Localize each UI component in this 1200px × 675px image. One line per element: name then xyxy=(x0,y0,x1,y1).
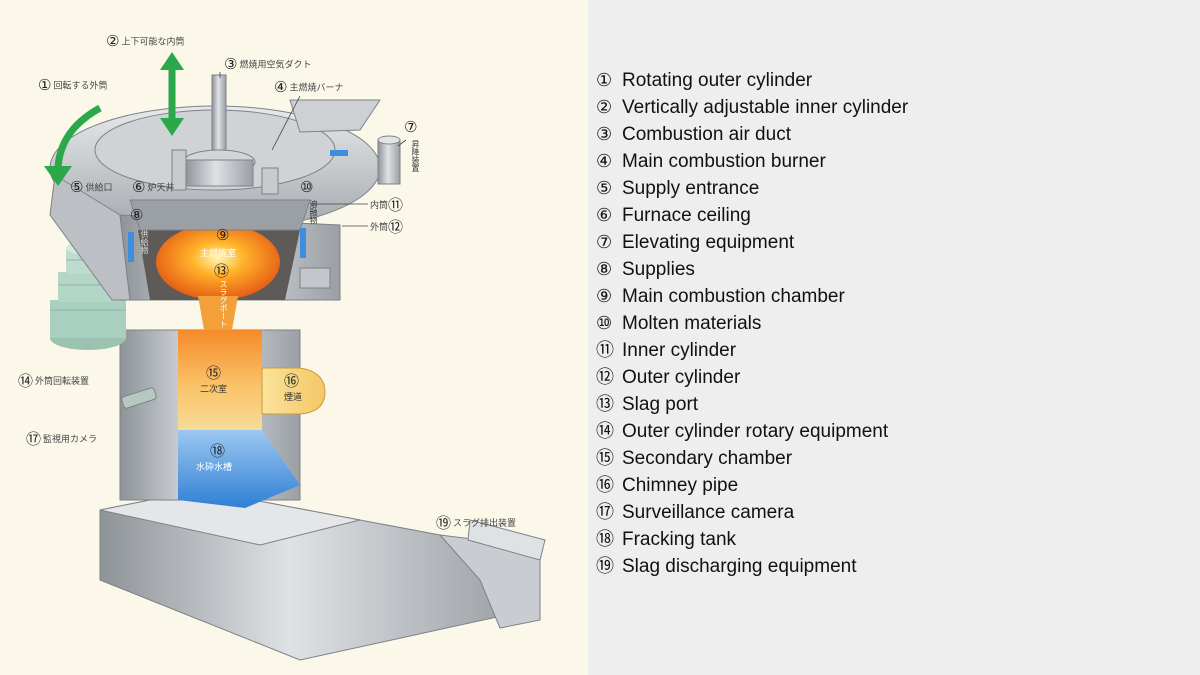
label-secondary-chamber-num: ⑮ xyxy=(206,364,222,382)
label-main-chamber-text: 主燃焼室 xyxy=(200,249,237,259)
label-inner-cylinder: 内筒⑪ xyxy=(370,196,404,214)
slag-discharge-base xyxy=(99,489,546,661)
label-chimney-pipe-text: 煙道 xyxy=(284,393,303,403)
rotation-arrow xyxy=(44,104,102,186)
label-supplies-text: 供給物 xyxy=(140,230,149,254)
furnace-illustration xyxy=(44,52,546,661)
label-slag-port-num: ⑬ xyxy=(214,262,230,280)
elevator-unit xyxy=(299,135,401,289)
air-duct xyxy=(171,74,279,195)
label-main-chamber-num: ⑨ xyxy=(216,226,230,244)
vertical-arrow xyxy=(160,52,184,136)
label-elevating-equipment-num: ⑦ xyxy=(404,118,418,136)
lower-body xyxy=(119,329,326,508)
label-chimney-pipe-num: ⑯ xyxy=(284,372,300,390)
label-molten-materials-num: ⑩ xyxy=(300,178,314,196)
label-secondary-chamber-text: 二次室 xyxy=(200,385,228,395)
label-elevating-equipment-text: 昇降装置 xyxy=(411,140,420,172)
label-slag-port-text: スラグポート xyxy=(219,280,228,328)
camera-unit xyxy=(121,387,157,409)
label-supplies-num: ⑧ xyxy=(130,206,144,224)
label-outer-cylinder: 外筒⑫ xyxy=(370,218,404,236)
leader-lines xyxy=(219,72,407,227)
label-fracking-tank-text: 水砕水槽 xyxy=(196,463,233,473)
label-fracking-tank-num: ⑱ xyxy=(210,442,226,460)
label-molten-materials-text: 溶融物 xyxy=(309,200,318,224)
